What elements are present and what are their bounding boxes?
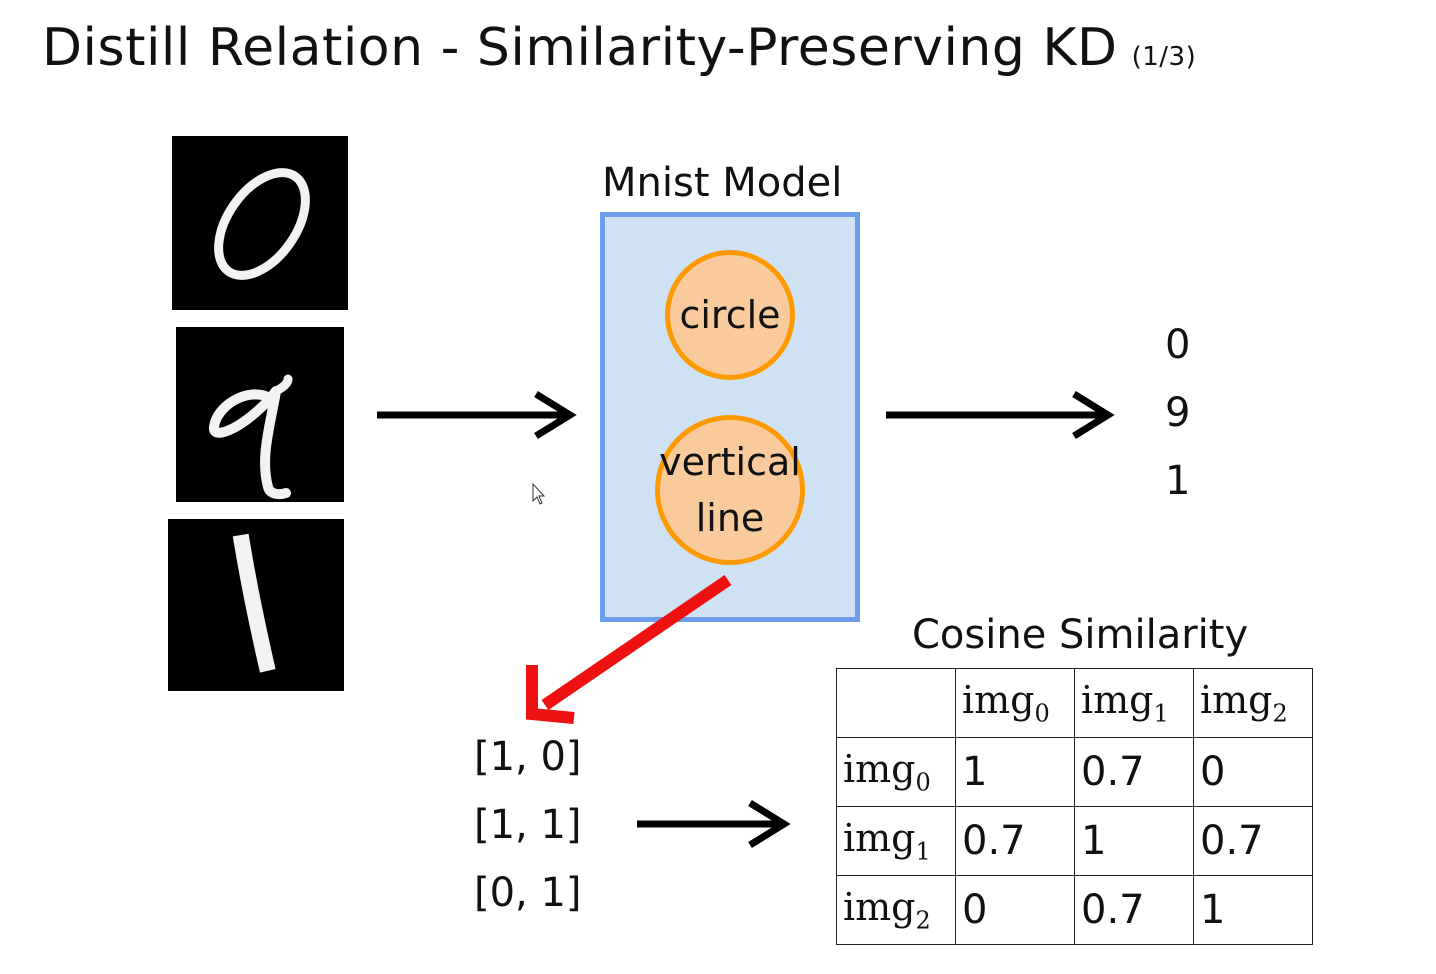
output-digit-1: 9 <box>1165 390 1191 436</box>
title-text: Distill Relation - Similarity-Preserving… <box>42 18 1118 78</box>
feature-vector-2: [0, 1] <box>474 870 582 916</box>
vectors-to-table-arrow <box>637 800 791 848</box>
vertical-line-neuron: vertical line <box>655 415 805 565</box>
table-row: img0 1 0.7 0 <box>836 737 1313 807</box>
table-cell: 1 <box>1193 875 1313 945</box>
mnist-model-box: circle vertical line <box>600 212 860 622</box>
table-cell: 0 <box>955 875 1075 945</box>
model-to-output-arrow <box>886 391 1115 439</box>
row-header-img2: img2 <box>836 875 956 945</box>
table-row: img2 0 0.7 1 <box>836 875 1313 945</box>
digit-1-image <box>168 519 344 691</box>
table-cell: 0.7 <box>1074 875 1194 945</box>
feature-vector-1: [1, 1] <box>474 802 582 848</box>
digit-0-image <box>172 136 348 310</box>
model-label: Mnist Model <box>602 160 843 206</box>
circle-neuron-label: circle <box>679 293 781 337</box>
row-header-img0: img0 <box>836 737 956 807</box>
column-header-img1: img1 <box>1074 668 1194 738</box>
table-cell: 0.7 <box>1074 737 1194 807</box>
page-indicator: (1/3) <box>1131 42 1197 72</box>
digit-9-image <box>176 327 344 502</box>
table-header-row: img0 img1 img2 <box>836 668 1313 738</box>
feature-vector-0: [1, 0] <box>474 734 582 780</box>
table-corner-cell <box>836 668 956 738</box>
table-row: img1 0.7 1 0.7 <box>836 806 1313 876</box>
table-cell: 0.7 <box>955 806 1075 876</box>
table-cell: 0.7 <box>1193 806 1313 876</box>
cosine-similarity-label: Cosine Similarity <box>912 612 1249 658</box>
table-cell: 1 <box>1074 806 1194 876</box>
output-digit-2: 1 <box>1165 458 1191 504</box>
output-digit-0: 0 <box>1165 322 1191 368</box>
table-cell: 1 <box>955 737 1075 807</box>
input-to-model-arrow <box>377 391 577 439</box>
vertical-line-neuron-label-1: vertical <box>659 440 801 484</box>
vertical-line-neuron-label-2: line <box>695 496 765 540</box>
slide-title: Distill Relation - Similarity-Preserving… <box>42 18 1196 78</box>
column-header-img0: img0 <box>955 668 1075 738</box>
mouse-pointer-icon <box>532 482 546 505</box>
column-header-img2: img2 <box>1193 668 1313 738</box>
circle-neuron: circle <box>665 250 795 380</box>
table-cell: 0 <box>1193 737 1313 807</box>
row-header-img1: img1 <box>836 806 956 876</box>
cosine-similarity-table: img0 img1 img2 img0 1 0.7 0 img1 0.7 1 0… <box>836 668 1313 945</box>
